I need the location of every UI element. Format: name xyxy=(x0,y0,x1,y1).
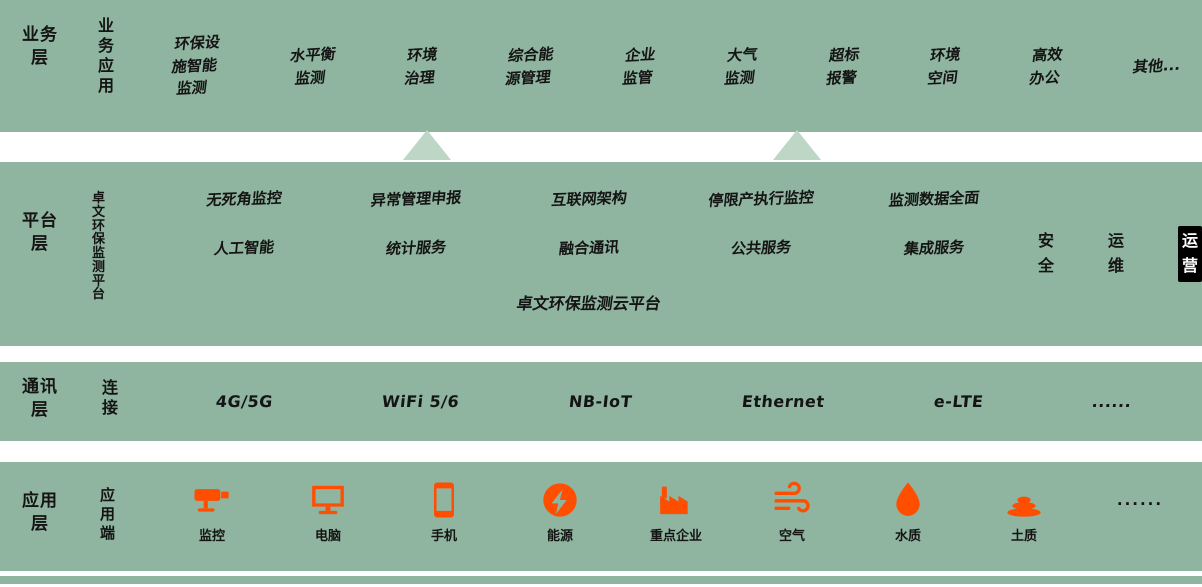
business-item: 综合能 源管理 xyxy=(504,44,556,88)
app-endpoint-soil: 土质 xyxy=(974,478,1074,544)
security-label: 安 全 xyxy=(1038,231,1055,275)
platform-service: 无死角监控 xyxy=(205,188,283,210)
app-endpoint-energy: 能源 xyxy=(510,478,610,544)
platform-service: 统计服务 xyxy=(385,237,448,259)
cctv-camera-icon xyxy=(162,478,262,522)
app-endpoint-computer: 电脑 xyxy=(278,478,378,544)
energy-icon xyxy=(510,478,610,522)
platform-name-sublabel: 卓 文 环 保 监 测 平 台 xyxy=(92,191,106,303)
app-endpoint-label: 重点企业 xyxy=(649,529,702,544)
ellipsis-icon: ...... xyxy=(1116,491,1164,509)
business-item: 大气 监测 xyxy=(723,44,759,87)
platform-layer-band xyxy=(0,162,1202,346)
business-item: 超标 报警 xyxy=(825,44,861,87)
air-icon xyxy=(742,478,842,522)
business-apps-sublabel: 业 务 应 用 xyxy=(98,16,115,95)
connection-sublabel: 连 接 xyxy=(102,378,119,417)
platform-layer-label: 平台 层 xyxy=(22,211,58,254)
platform-service: 集成服务 xyxy=(902,237,965,259)
app-endpoint-more: ...... xyxy=(1090,478,1190,522)
water-drop-icon xyxy=(858,478,958,522)
platform-side-column: 安 全 运 维 运 营 xyxy=(1028,162,1202,346)
communication-items-row: 4G/5G WiFi 5/6 NB-IoT Ethernet e-LTE ...… xyxy=(158,362,1190,441)
app-endpoint-air: 空气 xyxy=(742,478,842,544)
footer-strip xyxy=(0,576,1202,584)
platform-service: 公共服务 xyxy=(730,237,793,259)
computer-icon xyxy=(278,478,378,522)
app-endpoint-label: 电脑 xyxy=(314,529,341,544)
comm-tech: e-LTE xyxy=(932,392,985,411)
app-endpoint-monitor: 监控 xyxy=(162,478,262,544)
communication-layer-band xyxy=(0,362,1202,441)
up-arrow-icon xyxy=(403,130,451,160)
app-endpoint-label: 土质 xyxy=(1010,529,1037,544)
business-items-row: 环保设 施智能 监测 水平衡 监测 环境 治理 综合能 源管理 企业 监管 大气… xyxy=(158,0,1194,132)
platform-service: 互联网架构 xyxy=(550,188,628,210)
factory-icon xyxy=(626,478,726,522)
platform-service: 停限产执行监控 xyxy=(707,188,816,210)
app-endpoint-phone: 手机 xyxy=(394,478,494,544)
app-endpoint-label: 空气 xyxy=(778,529,805,544)
business-ops-label: 运 营 xyxy=(1177,226,1202,282)
business-item: 环保设 施智能 监测 xyxy=(170,33,222,98)
platform-service: 人工智能 xyxy=(213,237,276,259)
business-item: 水平衡 监测 xyxy=(288,44,337,87)
app-endpoint-label: 手机 xyxy=(430,529,457,544)
platform-services-grid: 无死角监控 异常管理申报 互联网架构 停限产执行监控 监测数据全面 人工智能 统… xyxy=(158,188,1020,258)
app-endpoint-water: 水质 xyxy=(858,478,958,544)
comm-tech: 4G/5G xyxy=(215,392,274,411)
application-layer-band xyxy=(0,462,1202,571)
platform-service: 异常管理申报 xyxy=(370,188,463,210)
phone-icon xyxy=(394,478,494,522)
comm-tech: NB-IoT xyxy=(568,392,634,411)
comm-tech: Ethernet xyxy=(740,392,826,411)
communication-layer-label: 通讯 层 xyxy=(22,377,58,420)
comm-tech: WiFi 5/6 xyxy=(381,392,461,411)
business-item: 高效 办公 xyxy=(1028,44,1064,87)
business-item: 企业 监管 xyxy=(621,44,657,87)
comm-ellipsis: ...... xyxy=(1091,392,1133,411)
app-endpoint-label: 水质 xyxy=(894,529,921,544)
platform-service: 融合通讯 xyxy=(557,237,621,259)
platform-cloud-title: 卓文环保监测云平台 xyxy=(515,294,663,313)
app-endpoint-label: 能源 xyxy=(546,529,573,544)
app-endpoint-enterprise: 重点企业 xyxy=(626,478,726,544)
business-item: 其他... xyxy=(1131,55,1182,76)
business-item: 环境 治理 xyxy=(402,44,439,87)
platform-service: 监测数据全面 xyxy=(887,188,980,210)
business-layer-band xyxy=(0,0,1202,132)
application-items-row: 监控 电脑 手机 xyxy=(158,462,1194,587)
business-layer-label: 业务 层 xyxy=(22,25,58,68)
application-layer-label: 应用 层 xyxy=(22,491,58,534)
operations-label: 运 维 xyxy=(1107,231,1124,275)
app-endpoint-label: 监控 xyxy=(198,529,225,544)
soil-icon xyxy=(974,478,1074,522)
business-item: 环境 空间 xyxy=(926,44,963,87)
up-arrow-icon xyxy=(773,130,821,160)
endpoint-sublabel: 应 用 端 xyxy=(100,486,116,542)
